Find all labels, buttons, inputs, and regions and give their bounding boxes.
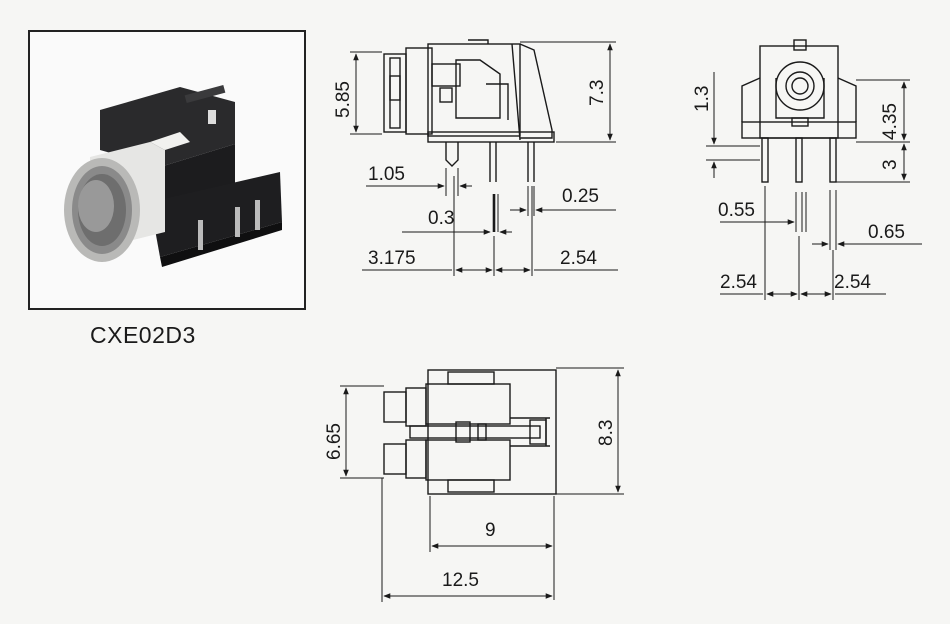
dim-height-front: 5.85: [333, 81, 354, 118]
top-view: [383, 369, 557, 495]
front-view: [741, 39, 857, 183]
dim-pin-length: 3: [880, 159, 901, 170]
dim-top-gap: 1.3: [692, 86, 713, 112]
dim-body-height: 4.35: [880, 103, 901, 140]
dim-pin-width-left: 0.55: [718, 200, 755, 221]
dim-outer-width: 8.3: [596, 420, 617, 446]
dim-body-length: 9: [485, 520, 496, 541]
dim-pin-width: 0.3: [428, 208, 454, 229]
dim-pin-width-right: 0.65: [868, 222, 905, 243]
connector-illustration: [30, 32, 304, 308]
side-view: [383, 39, 555, 232]
dim-pin-spacing-2: 2.54: [560, 248, 597, 269]
front-view-dimensions: [706, 72, 922, 300]
top-view-dimensions: [340, 367, 624, 602]
side-view-dimensions: [350, 41, 618, 276]
dim-pitch-right: 2.54: [834, 272, 871, 293]
dim-pin-spacing-1: 3.175: [368, 248, 416, 269]
dim-pin-offset: 1.05: [368, 164, 405, 185]
dim-pin-thickness: 0.25: [562, 186, 599, 207]
part-number-label: CXE02D3: [90, 322, 196, 348]
dim-pitch-left: 2.54: [720, 272, 757, 293]
dim-inner-width: 6.65: [324, 423, 345, 460]
dim-total-length: 12.5: [442, 570, 479, 591]
product-photo: [28, 30, 306, 310]
dim-height-total: 7.3: [587, 80, 608, 106]
